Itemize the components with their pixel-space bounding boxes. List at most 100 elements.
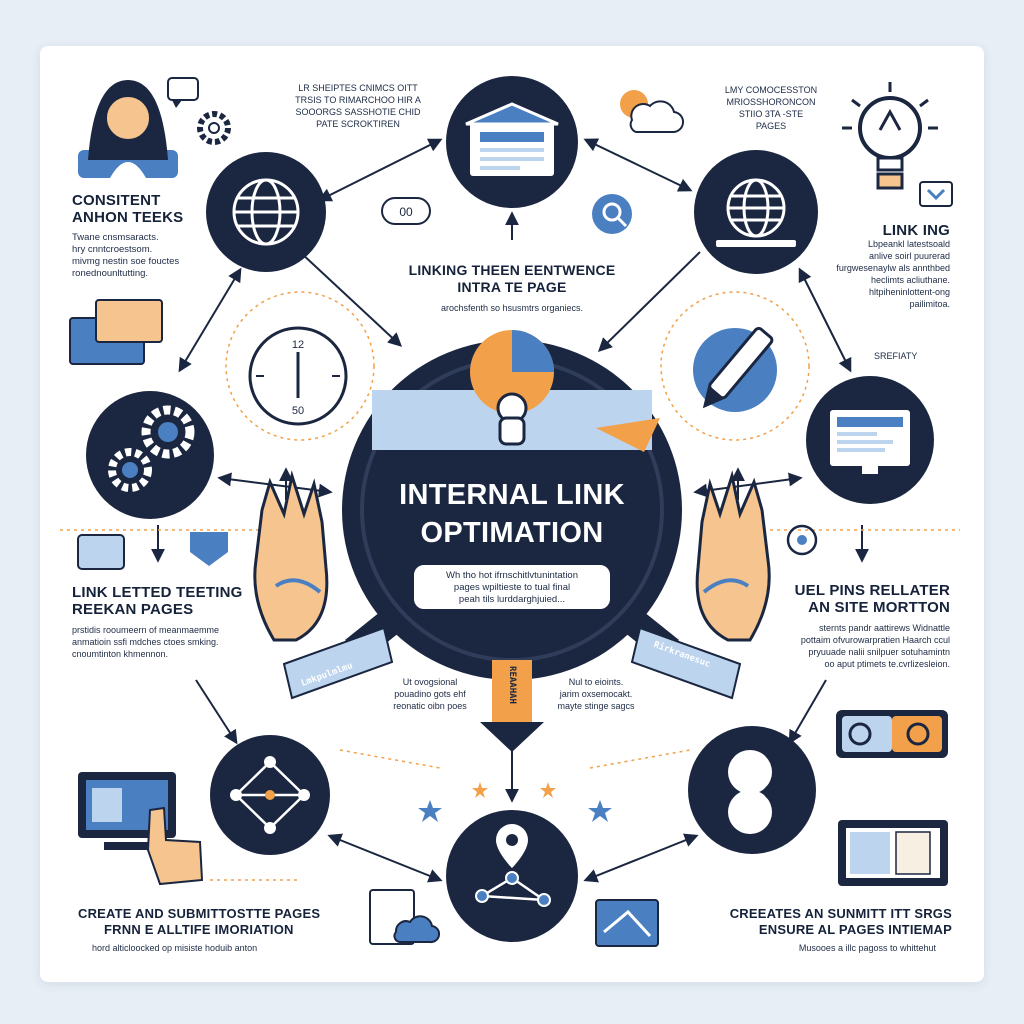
node-bottom-right: [688, 726, 816, 854]
star-decor-icons: [418, 782, 612, 822]
left-upper-title: CONSITENT ANHON TEEKS: [72, 192, 212, 226]
bottom-center-left-line: pouadino gots ehf: [394, 689, 466, 699]
center-caption-line: Wh tho hot ifrnschitlvtunintation: [445, 570, 578, 581]
arrow-center-right-up: [598, 251, 701, 352]
bottom-left-body: hord alticloocked op misiste hoduib anto…: [92, 943, 258, 953]
left-lower-title-line2: REEKAN PAGES: [72, 601, 194, 618]
browser-window-icon: [465, 102, 559, 176]
right-upper-body-line: heclimts acliuthane.: [870, 275, 950, 285]
arrow-right-lower: [788, 679, 827, 745]
woman-avatar: [78, 80, 178, 178]
bottom-right-title: CREEATES AN SUNMITT ITT SRGS ENSURE AL P…: [662, 906, 952, 938]
left-lower-body-line: anmatioin ssfi mdches ctoes smking.: [72, 637, 219, 647]
node-top: [446, 76, 578, 208]
globe-icon: [232, 178, 300, 246]
top-left-note-line: LR SHEIPTES CNIMCS OITT: [298, 83, 418, 93]
right-upper-sublabel: SREFIATY: [874, 351, 918, 361]
right-upper-body: Lbpeankl latestsoald anlive soirl puurer…: [806, 238, 950, 310]
top-left-note: LR SHEIPTES CNIMCS OITT TRSIS TO RIMARCH…: [278, 82, 438, 130]
clock-icon: 12 50: [248, 326, 348, 426]
clock-bottom-label: 50: [292, 405, 304, 417]
shield-badge-left-icon: [77, 532, 228, 570]
top-right-note-line: STIIO 3TA -STE: [738, 109, 804, 119]
left-upper-body-line: mivmg nestin soe fouctes: [72, 256, 180, 267]
right-lower-title-line1: UEL PINS RELLATER: [794, 582, 950, 599]
location-pin-icon: [475, 824, 551, 907]
laptop-hand-icon: [78, 772, 204, 886]
left-upper-body-line: hry cnntcroestsom.: [72, 244, 153, 255]
pill-badge-label: 00: [399, 205, 413, 219]
wrist-band-right: [630, 626, 742, 700]
right-lower-body-line: oo aput ptimets te.cvrlizesleion.: [824, 659, 950, 669]
right-upper-body-line: anlive soirl puurerad: [868, 251, 950, 261]
left-upper-body: Twane cnsmsaracts. hry cnntcroestsom. mi…: [72, 232, 222, 280]
left-lower-title: LINK LETTED TEETING REEKAN PAGES: [72, 584, 272, 618]
top-left-note-line: PATE SCROKTIREN: [316, 119, 400, 129]
center-title-line1: INTERNAL LINK: [399, 479, 625, 511]
toggle-card-icon: [836, 710, 948, 758]
right-lower-title-line2: AN SITE MORTTON: [808, 599, 950, 616]
monitor-icon: [830, 410, 910, 474]
chevron-note-icon: [919, 181, 953, 207]
center-caption: Wh tho hot ifrnschitlvtunintation pages …: [412, 563, 612, 611]
banner-label: REAAHAH: [507, 666, 517, 704]
pen-node: [693, 326, 777, 412]
dashed-guides: [60, 291, 960, 881]
arrow-left-upper: [178, 267, 242, 373]
bottom-center-left-line: reonatic oibn poes: [393, 701, 467, 711]
bottom-center-right-line: mayte stinge sagcs: [557, 701, 635, 711]
right-lower-body-line: pottaim ofvurowarpratien Haarch ccul: [800, 635, 950, 645]
arrow-top-left: [317, 138, 443, 202]
puzzle-person-icon: [470, 330, 554, 446]
top-right-note-line: PAGES: [755, 121, 787, 131]
node-bottom-center: [446, 810, 578, 942]
node-right-monitor: [806, 376, 934, 504]
bottom-left-title-line2: FRNN E ALLTIFE IMORIATION: [104, 922, 294, 937]
left-upper-title-line2: ANHON TEEKS: [72, 209, 184, 226]
right-upper-body-line: hltpiheninlottent-ong: [868, 287, 950, 297]
tag-note-left-icon: [69, 299, 163, 365]
magnifier-badge-icon: [592, 194, 632, 234]
sun-cloud-icon: [620, 90, 684, 134]
pill-badge-icon: 00: [381, 197, 431, 225]
bottom-right-body: Musooes a illc pagoss to whittehut: [798, 943, 936, 953]
left-lower-body-line: prstidis rooumeern of meanmaemme: [72, 625, 220, 635]
wrist-band-left: [282, 626, 394, 700]
right-lower-body: sternts pandr aattirews Widnattle pottai…: [730, 622, 950, 670]
bottom-left-title-line1: CREATE AND SUBMITTOSTTE PAGES: [78, 906, 321, 921]
network-icon: [230, 756, 310, 834]
laptop-globe-icon: [716, 178, 796, 247]
left-lower-body: prstidis rooumeern of meanmaemme anmatio…: [72, 624, 272, 660]
right-upper-body-line: Lbpeankl latestsoald: [867, 239, 950, 249]
top-title-line2: INTRA TE PAGE: [457, 279, 567, 295]
speech-bubble-icon: [167, 77, 199, 108]
top-left-note-line: SOOORGS SASSHOTIE CHID: [295, 107, 421, 117]
node-upper-left: [206, 152, 326, 272]
bottom-center-left-line: Ut ovogsional: [402, 677, 458, 687]
right-lower-body-line: sternts pandr aattirews Widnattle: [818, 623, 950, 633]
hand-left-icon: [253, 470, 394, 700]
center-title: INTERNAL LINK OPTIMATION: [376, 476, 648, 552]
left-upper-body-line: Twane cnsmsaracts.: [72, 232, 159, 243]
center-caption-line: pages wpiltieste to tual final: [453, 582, 571, 593]
arrow-bottom-left: [327, 833, 443, 883]
folded-tag-icon: [596, 418, 660, 452]
hand-right-icon: [630, 470, 771, 700]
arrow-center-left-up: [299, 251, 403, 347]
top-body: arochsfenth so hsusmtrs organiecs.: [440, 303, 584, 313]
gear-icon: [197, 111, 231, 145]
arrow-left-lower: [195, 679, 238, 745]
right-upper-body-line: pailimitoa.: [909, 299, 950, 309]
center-banner: [480, 660, 544, 752]
clock-top-label: 12: [292, 339, 304, 351]
bottom-center-right-line: Nul to eioints.: [568, 677, 624, 687]
location-badge-icon: [786, 524, 818, 556]
top-title-line1: LINKING THEEN EENTWENCE: [408, 262, 616, 278]
book-screen-icon: [838, 820, 948, 886]
node-left-gears: [86, 391, 214, 519]
top-left-note-line: TRSIS TO RIMARCHOO HIR A: [295, 95, 421, 105]
bottom-left-title: CREATE AND SUBMITTOSTTE PAGES FRNN E ALL…: [78, 906, 378, 938]
folder-check-icon: [595, 899, 659, 947]
puzzle-pieces-icon: [728, 750, 780, 834]
lightbulb-icon: [842, 82, 938, 190]
